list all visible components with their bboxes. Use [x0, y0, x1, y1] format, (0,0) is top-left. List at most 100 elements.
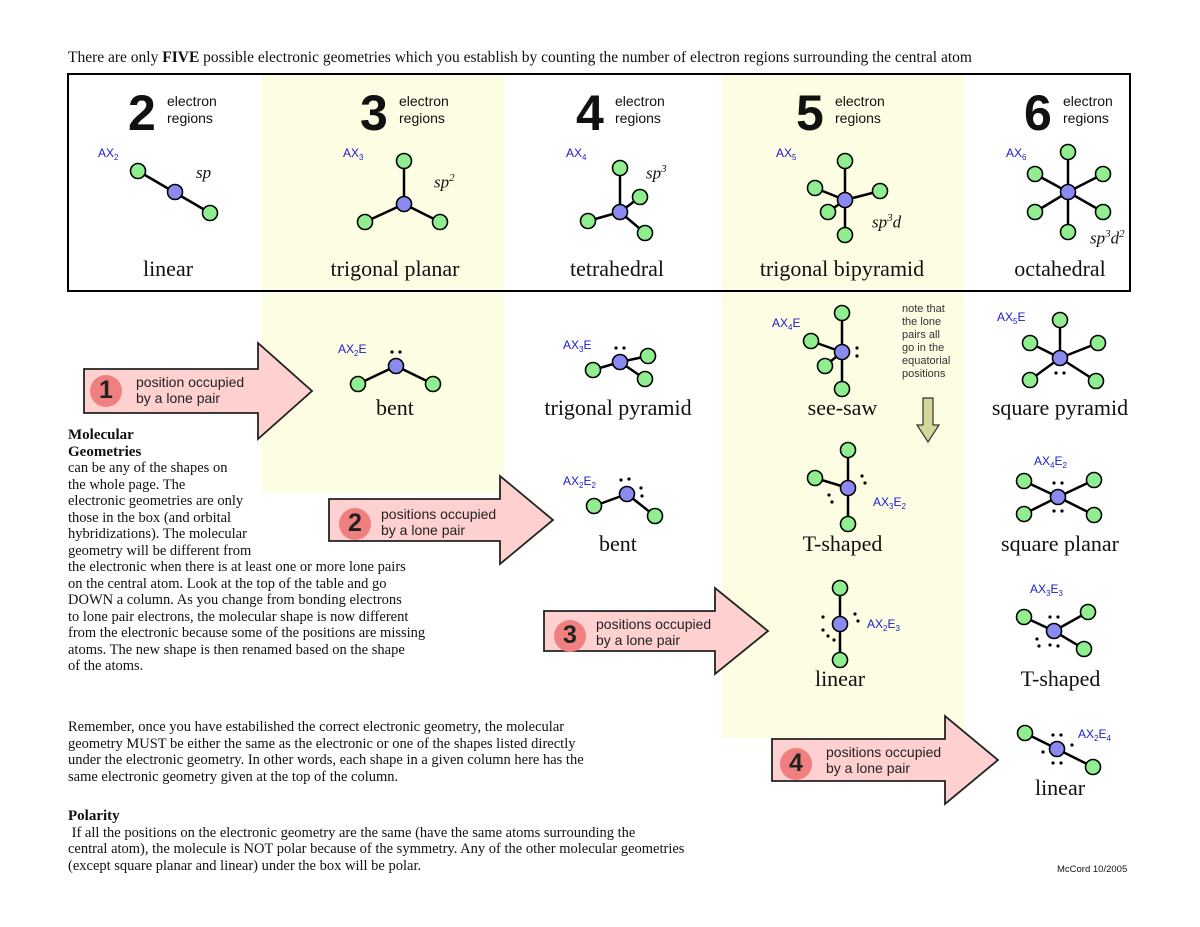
outer-atom — [1026, 165, 1044, 183]
central-atom — [166, 183, 184, 201]
region-count: 3 — [360, 85, 388, 141]
formula-ax3: AX3 — [343, 146, 364, 162]
outer-atom — [833, 380, 851, 398]
geometry-name-octahedral: octahedral — [1014, 256, 1106, 281]
remember-text: Remember, once you have estabilished the… — [68, 719, 584, 785]
outer-atom — [1085, 506, 1103, 524]
hybridization-sp: sp — [196, 163, 212, 182]
header-emphasis: FIVE — [162, 49, 200, 66]
shape-name-linear-5: linear — [814, 666, 866, 691]
outer-atom — [816, 357, 834, 375]
arrow-number-circle — [554, 620, 586, 652]
central-atom — [1049, 488, 1067, 506]
region-count: 4 — [576, 85, 604, 141]
formula-ax5e: AX5E — [997, 310, 1026, 326]
outer-atom — [839, 441, 857, 459]
central-atom — [611, 203, 629, 221]
arrow-number-circle — [780, 748, 812, 780]
outer-atom — [646, 507, 664, 525]
shape-name-t-shaped-6: T-shaped — [1020, 666, 1101, 691]
arrow-number-circle — [90, 375, 122, 407]
outer-atom — [1075, 640, 1093, 658]
outer-atom — [1015, 472, 1033, 490]
outer-atom — [806, 469, 824, 487]
outer-atom — [1016, 724, 1034, 742]
header-text-start: There are only — [68, 49, 163, 66]
outer-atom — [833, 304, 851, 322]
outer-atom — [819, 203, 837, 221]
outer-atom — [839, 515, 857, 533]
formula-ax4e2: AX4E2 — [1034, 454, 1067, 470]
geometry-name-trigonal-bipyramid: trigonal bipyramid — [759, 256, 925, 281]
outer-atom — [579, 212, 597, 230]
region-count: 5 — [796, 85, 824, 141]
outer-atom — [431, 213, 449, 231]
author-credit: McCord 10/2005 — [1057, 864, 1128, 875]
shape-name-bent-3: bent — [376, 395, 414, 420]
header-text-end: possible electronic geometries which you… — [199, 49, 972, 66]
central-atom — [833, 343, 851, 361]
lone-pair — [855, 346, 859, 358]
lone-pair — [390, 350, 402, 354]
lone-pairs — [619, 477, 644, 498]
central-atom — [1048, 740, 1066, 758]
outer-atom — [871, 182, 889, 200]
outer-atom — [1094, 165, 1112, 183]
lone-pairs — [1052, 481, 1064, 513]
shape-name-square-pyramid: square pyramid — [991, 395, 1129, 420]
geometry-name-trigonal-planar: trigonal planar — [330, 256, 460, 281]
shape-name-square-planar: square planar — [1001, 531, 1119, 556]
arrow-number-circle — [339, 508, 371, 540]
central-atom — [395, 195, 413, 213]
hybridization-sp2: sp2 — [434, 172, 455, 192]
lone-pairs — [1041, 733, 1074, 765]
arrow-number-2: 2 — [348, 509, 362, 537]
region-count: 6 — [1024, 85, 1052, 141]
outer-atom — [356, 213, 374, 231]
formula-ax2e: AX2E — [338, 342, 367, 358]
formula-ax2e2: AX2E2 — [563, 474, 596, 490]
outer-atom — [1084, 758, 1102, 776]
polarity-text: Polarity If all the positions on the ele… — [68, 808, 848, 874]
outer-atom — [1015, 505, 1033, 523]
outer-atom — [1089, 334, 1107, 352]
lone-pair — [1054, 371, 1066, 375]
outer-atom — [806, 179, 824, 197]
formula-ax3e2: AX3E2 — [873, 495, 906, 511]
outer-atom — [1059, 223, 1077, 241]
outer-atom — [201, 204, 219, 222]
lone-pairs — [1035, 615, 1060, 648]
formula-ax2e3: AX2E3 — [867, 617, 900, 633]
formula-ax4e: AX4E — [772, 316, 801, 332]
central-atom — [387, 357, 405, 375]
outer-atom — [585, 497, 603, 515]
outer-atom — [349, 375, 367, 393]
shape-name-bent-4: bent — [599, 531, 637, 556]
hybridization-sp3d2: sp3d2 — [1090, 228, 1125, 248]
page-header: There are only FIVE possible electronic … — [68, 49, 972, 67]
outer-atom — [636, 224, 654, 242]
outer-atom — [1085, 471, 1103, 489]
polarity-title: Polarity — [68, 808, 120, 824]
outer-atom — [1026, 203, 1044, 221]
shape-name-see-saw: see-saw — [807, 395, 878, 420]
outer-atom — [1079, 603, 1097, 621]
geometry-name-linear: linear — [142, 256, 194, 281]
outer-atom — [611, 159, 629, 177]
shape-name-t-shaped-5: T-shaped — [802, 531, 883, 556]
central-atom — [831, 615, 849, 633]
